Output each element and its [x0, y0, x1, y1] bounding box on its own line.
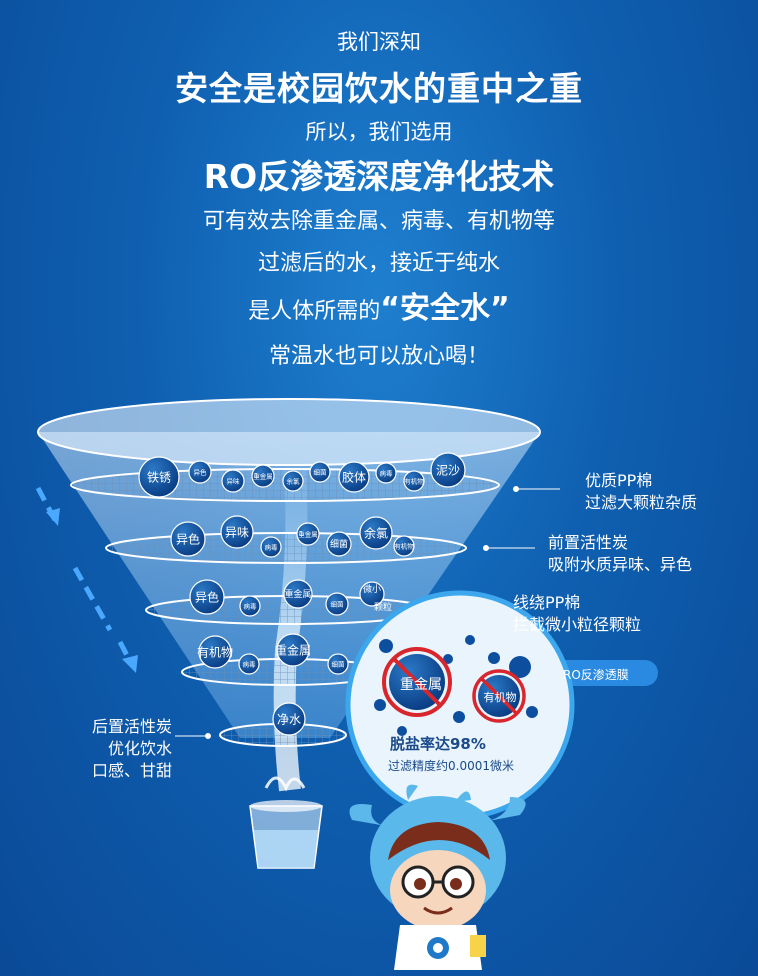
stage-label-ro-membrane: RO反渗透膜 — [563, 668, 629, 682]
safe-water-prefix: 是人体所需的 — [248, 299, 381, 324]
impurity-bubble — [189, 579, 225, 615]
stage-desc: 吸附水质异味、异色 — [548, 555, 693, 574]
impurity-label: 胶体 — [342, 469, 366, 484]
impurity-label: 异味 — [225, 525, 249, 539]
blocked-organics-label: 有机物 — [483, 691, 517, 704]
impurity-bubble — [239, 595, 261, 617]
impurity-bubble — [296, 522, 320, 546]
impurity-label: 有机物 — [394, 541, 414, 550]
stage-name: 优质PP棉 — [585, 471, 653, 490]
impurity-label: 微小 — [363, 583, 381, 595]
impurity-label: 异色 — [195, 590, 219, 604]
impurity-label: 余氯 — [364, 525, 388, 540]
impurity-bubble — [359, 516, 393, 550]
impurity-label: 净水 — [277, 712, 301, 726]
impurity-label: 病毒 — [265, 542, 279, 551]
impurity-bubble — [221, 469, 245, 493]
filter-precision: 过滤精度约0.0001微米 — [388, 759, 514, 773]
impurity-label: 铁锈 — [147, 470, 171, 484]
impurity-label: 病毒 — [380, 468, 394, 477]
impurity-bubble — [272, 702, 306, 736]
impurity-bubble — [170, 521, 206, 557]
impurity-bubble — [198, 635, 232, 669]
stage-label-wound-pp: 线绕PP棉 拦截微小粒径颗粒 — [513, 592, 641, 636]
impurity-label: 病毒 — [243, 659, 257, 668]
impurity-bubble — [327, 653, 349, 675]
impurity-label: 细菌 — [330, 538, 348, 550]
stage-name: 后置活性炭 — [91, 717, 172, 736]
impurity-bubble — [283, 579, 313, 609]
flow-arrows — [35, 486, 138, 673]
impurity-label: 病毒 — [244, 601, 258, 610]
impurity-label: 重金属 — [298, 529, 318, 538]
impurity-label: 颗粒 — [374, 601, 392, 613]
stage-name: 前置活性炭 — [548, 533, 629, 552]
impurity-label: 异味 — [227, 476, 241, 485]
ro-tag — [548, 660, 658, 686]
stage-label-pp-cotton: 优质PP棉 过滤大颗粒杂质 — [585, 470, 697, 514]
impurity-label: 细菌 — [332, 659, 346, 668]
stage-name: 线绕PP棉 — [513, 593, 581, 612]
stage-label-pre-carbon: 前置活性炭 吸附水质异味、异色 — [548, 532, 692, 576]
impurity-bubble — [138, 456, 180, 498]
impurity-bubble — [393, 535, 415, 557]
impurity-bubbles: 铁锈异色异味重金属余氯细菌胶体病毒有机物泥沙异色异味病毒重金属细菌余氯有机物异色… — [138, 452, 466, 736]
intro-line: 我们深知 — [337, 30, 421, 54]
benefit-line: 可有效去除重金属、病毒、有机物等 — [202, 209, 555, 234]
impurity-bubble — [282, 470, 304, 492]
impurity-bubble — [325, 592, 349, 616]
impurity-bubble — [276, 633, 310, 667]
impurity-bubble — [375, 462, 397, 484]
impurity-bubble — [326, 531, 352, 557]
safe-water-emphasis: “安全水” — [380, 291, 510, 326]
impurity-bubble — [338, 461, 370, 493]
technology-title: RO反渗透深度净化技术 — [203, 157, 555, 196]
impurity-label: 重金属 — [275, 642, 311, 657]
stage-desc: 拦截微小粒径颗粒 — [513, 615, 642, 634]
impurity-label: 有机物 — [197, 645, 233, 659]
impurity-bubble — [403, 470, 425, 492]
stage-desc: 优化饮水 — [107, 739, 172, 758]
impurity-bubble — [430, 452, 466, 488]
drink-line: 常温水也可以放心喝！ — [268, 344, 489, 369]
desalination-rate: 脱盐率达98% — [390, 735, 486, 753]
impurity-bubble — [220, 515, 254, 549]
impurity-bubble — [359, 581, 385, 607]
impurity-label: 有机物 — [404, 476, 424, 485]
impurity-label: 重金属 — [284, 588, 311, 600]
impurity-label: 细菌 — [314, 467, 328, 476]
main-title: 安全是校园饮水的重中之重 — [175, 69, 583, 108]
impurity-bubble — [188, 460, 212, 484]
mascot-bird — [349, 784, 526, 970]
impurity-bubble — [260, 536, 282, 558]
purity-line: 过滤后的水，接近于纯水 — [257, 251, 500, 276]
impurity-label: 余氯 — [287, 476, 301, 485]
stage-label-post-carbon: 后置活性炭 优化饮水 口感、甘甜 — [72, 716, 172, 782]
stage-desc: 过滤大颗粒杂质 — [585, 493, 698, 512]
safe-water-line: 是人体所需的“安全水” — [0, 283, 758, 327]
stage-desc: 口感、甘甜 — [91, 761, 172, 780]
impurity-label: 细菌 — [331, 599, 345, 608]
impurity-bubble — [251, 464, 275, 488]
impurity-label: 异色 — [176, 532, 200, 546]
impurity-label: 泥沙 — [436, 463, 460, 477]
impurity-label: 异色 — [194, 467, 208, 476]
blocked-heavy-metal-label: 重金属 — [400, 677, 442, 693]
water-glass-icon — [249, 776, 323, 869]
transition-line: 所以，我们选用 — [305, 120, 453, 144]
impurity-bubble — [238, 653, 260, 675]
impurity-bubble — [309, 461, 331, 483]
impurity-label: 重金属 — [253, 471, 273, 480]
